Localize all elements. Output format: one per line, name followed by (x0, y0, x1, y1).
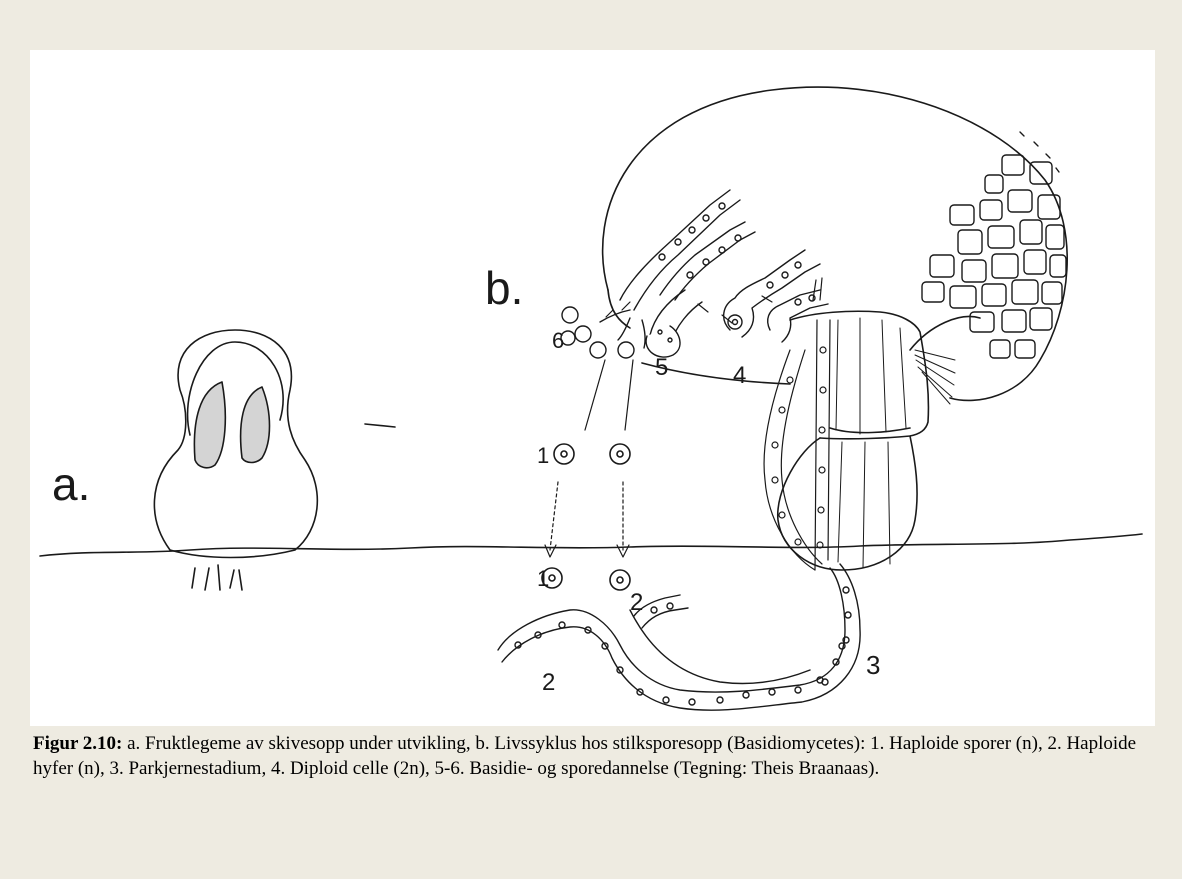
spore-arrows (545, 360, 633, 557)
rootlets (192, 565, 242, 590)
young-fruiting-body (154, 330, 395, 590)
spores (542, 444, 630, 590)
ground-line (40, 534, 1142, 556)
hypha-in-stem (764, 320, 830, 570)
label-2-left: 2 (542, 669, 555, 696)
figure-drawing: a. (30, 50, 1155, 726)
label-5: 5 (655, 354, 668, 381)
label-b: b. (485, 262, 523, 314)
label-6: 6 (552, 328, 564, 353)
cap-edge-dots (1020, 132, 1059, 172)
figure-caption: Figur 2.10: a. Fruktlegeme av skivesopp … (33, 731, 1163, 781)
label-2-right: 2 (630, 589, 643, 616)
label-1-upper: 1 (537, 443, 549, 468)
mushroom-stem (764, 278, 928, 570)
label-1-lower: 1 (537, 566, 549, 591)
mushroom-cap (603, 87, 1068, 404)
arrow-a-to-b (365, 424, 395, 427)
basidia-hyphae (561, 190, 828, 358)
fungus-lifecycle-drawing: a. (30, 50, 1155, 726)
label-4: 4 (733, 362, 746, 389)
cap-scales (922, 155, 1066, 358)
gills (915, 350, 955, 404)
label-3: 3 (866, 650, 880, 680)
caption-prefix: Figur 2.10: (33, 733, 122, 754)
label-a: a. (52, 458, 90, 510)
caption-text: a. Fruktlegeme av skivesopp under utvikl… (33, 733, 1136, 779)
